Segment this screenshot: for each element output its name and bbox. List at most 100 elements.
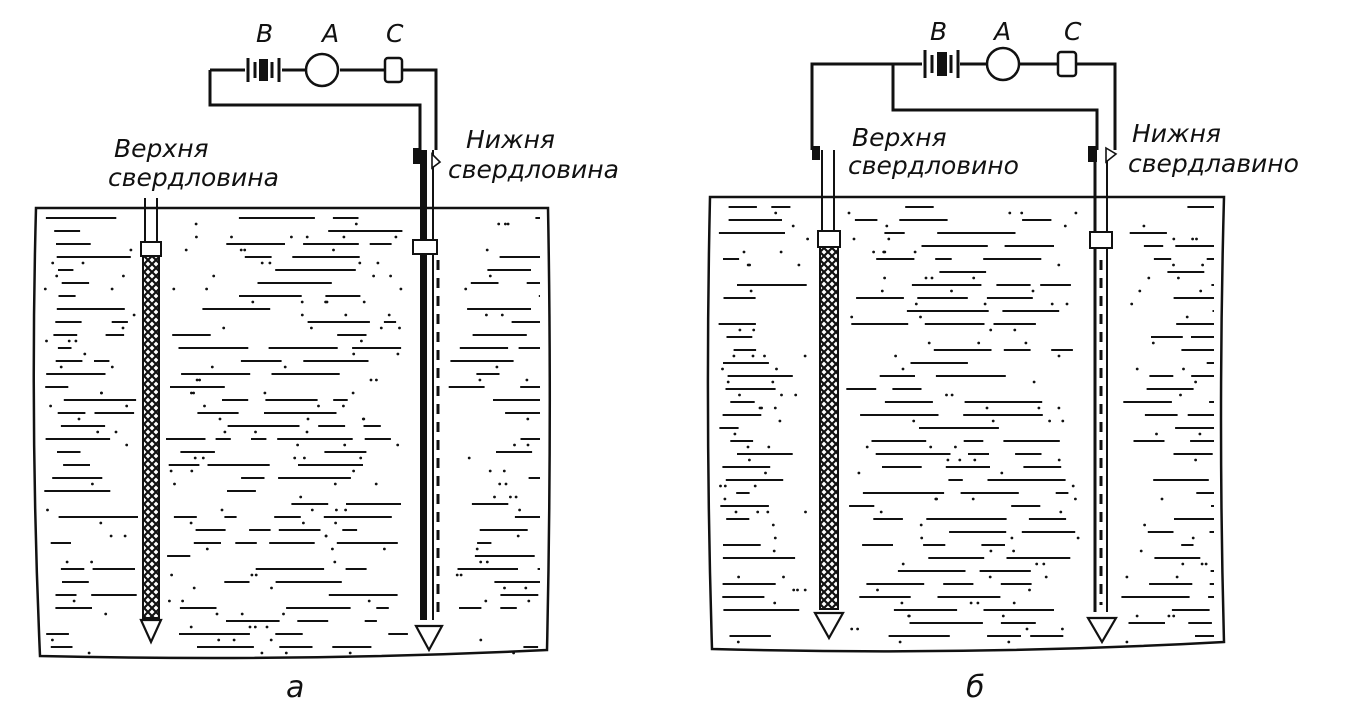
soil-dot: [726, 380, 730, 384]
soil-dot: [806, 237, 809, 241]
soil-dot: [746, 445, 750, 449]
soil-dot: [883, 250, 887, 254]
soil-dot: [865, 445, 869, 449]
soil-dot: [305, 430, 309, 434]
ammeter-a: [304, 52, 340, 88]
soil-dot: [1057, 263, 1061, 267]
soil-dot: [879, 510, 883, 514]
soil-dot: [1199, 289, 1203, 293]
panel-b: B A C Верхня свердловино Нижня свердлави…: [706, 17, 1299, 705]
soil-dot: [72, 599, 76, 603]
soil-dot: [766, 510, 770, 514]
soil-dot: [1181, 562, 1185, 566]
soil-dot: [794, 393, 798, 397]
soil-dot: [885, 224, 889, 228]
soil-dot: [1172, 237, 1176, 241]
switch-a: [383, 56, 404, 84]
lower-well-probe-b: [1105, 146, 1118, 164]
soil-dot: [104, 612, 108, 616]
soil-dot: [251, 300, 255, 304]
soil-dot: [1143, 523, 1146, 527]
soil-dot: [306, 417, 310, 421]
soil-dot: [516, 534, 520, 538]
soil-dot: [1061, 419, 1065, 423]
soil-dot: [335, 508, 338, 512]
upper-well-label-line2-b: свердловино: [848, 151, 1019, 180]
soil-dot: [394, 235, 398, 239]
soil-dot: [1050, 302, 1054, 306]
soil-dot: [479, 638, 483, 642]
soil-dot: [91, 482, 94, 486]
upper-well-b: [812, 146, 845, 641]
soil-dot: [172, 287, 176, 291]
soil-dot: [734, 510, 738, 514]
soil-dot: [123, 534, 127, 538]
upper-well-coupling-b: [817, 230, 841, 248]
soil-dot: [748, 263, 751, 267]
soil-dot: [526, 417, 530, 421]
soil-dot: [738, 328, 742, 332]
soil-dot: [1135, 367, 1139, 371]
battery-b: [923, 50, 960, 78]
soil-dot: [205, 547, 209, 551]
soil-dot: [121, 326, 125, 330]
soil-dot: [459, 573, 463, 577]
soil-dot: [362, 417, 366, 421]
soil-dot: [49, 404, 52, 408]
soil-dot: [742, 250, 746, 254]
lower-well-b: [1086, 146, 1118, 645]
soil-dot: [773, 406, 777, 410]
soil-dot: [342, 404, 345, 408]
soil-dot: [269, 638, 273, 642]
soil-dot: [737, 575, 740, 579]
soil-dot: [398, 326, 401, 330]
soil-dot: [125, 404, 129, 408]
soil-dot: [1074, 211, 1078, 215]
soil-dot: [1179, 393, 1182, 397]
soil-dot: [300, 300, 304, 304]
soil-dot: [396, 352, 400, 356]
battery-label-a: B: [256, 19, 273, 48]
soil-dot: [51, 261, 55, 265]
soil-dot: [129, 248, 133, 252]
soil-dot: [856, 627, 859, 631]
soil-dot: [1204, 562, 1208, 566]
switch-label-a: C: [386, 19, 404, 48]
soil-dot: [1172, 263, 1175, 267]
soil-dot: [525, 378, 529, 382]
soil-dot: [201, 456, 205, 460]
soil-dot: [527, 599, 531, 603]
soil-dot: [467, 456, 471, 460]
soil-dot: [756, 510, 760, 514]
soil-dot: [478, 378, 482, 382]
soil-dot: [293, 456, 297, 460]
upper-well-label-line1-a: Верхня: [114, 134, 209, 163]
soil-dot: [359, 456, 363, 460]
soil-dot: [1200, 562, 1204, 566]
soil-dot: [973, 458, 977, 462]
soil-dot: [360, 339, 363, 343]
circuit-wire-a-top: [210, 68, 438, 150]
circuit-wire-a: [208, 70, 422, 150]
soil-dot: [1001, 614, 1005, 618]
soil-dot: [173, 482, 176, 486]
soil-dot: [719, 484, 722, 488]
soil-dot: [1194, 380, 1197, 384]
soil-dot: [217, 638, 221, 642]
soil-dot: [485, 248, 489, 252]
soil-dot: [243, 248, 247, 252]
soil-dot: [250, 573, 254, 577]
soil-dot: [988, 575, 992, 579]
soil-dot: [1024, 341, 1028, 345]
lower-well-a: [412, 148, 444, 653]
soil-dot: [493, 495, 496, 499]
lower-well-label-line2-a: свердловина: [448, 155, 619, 184]
soil-dot: [773, 536, 777, 540]
soil-dot: [782, 575, 785, 579]
soil-dot: [396, 443, 400, 447]
soil-dot: [774, 211, 778, 215]
soil-dot: [77, 417, 81, 421]
soil-dot: [45, 339, 48, 343]
soil-dot: [305, 235, 309, 239]
soil-dot: [379, 326, 383, 330]
